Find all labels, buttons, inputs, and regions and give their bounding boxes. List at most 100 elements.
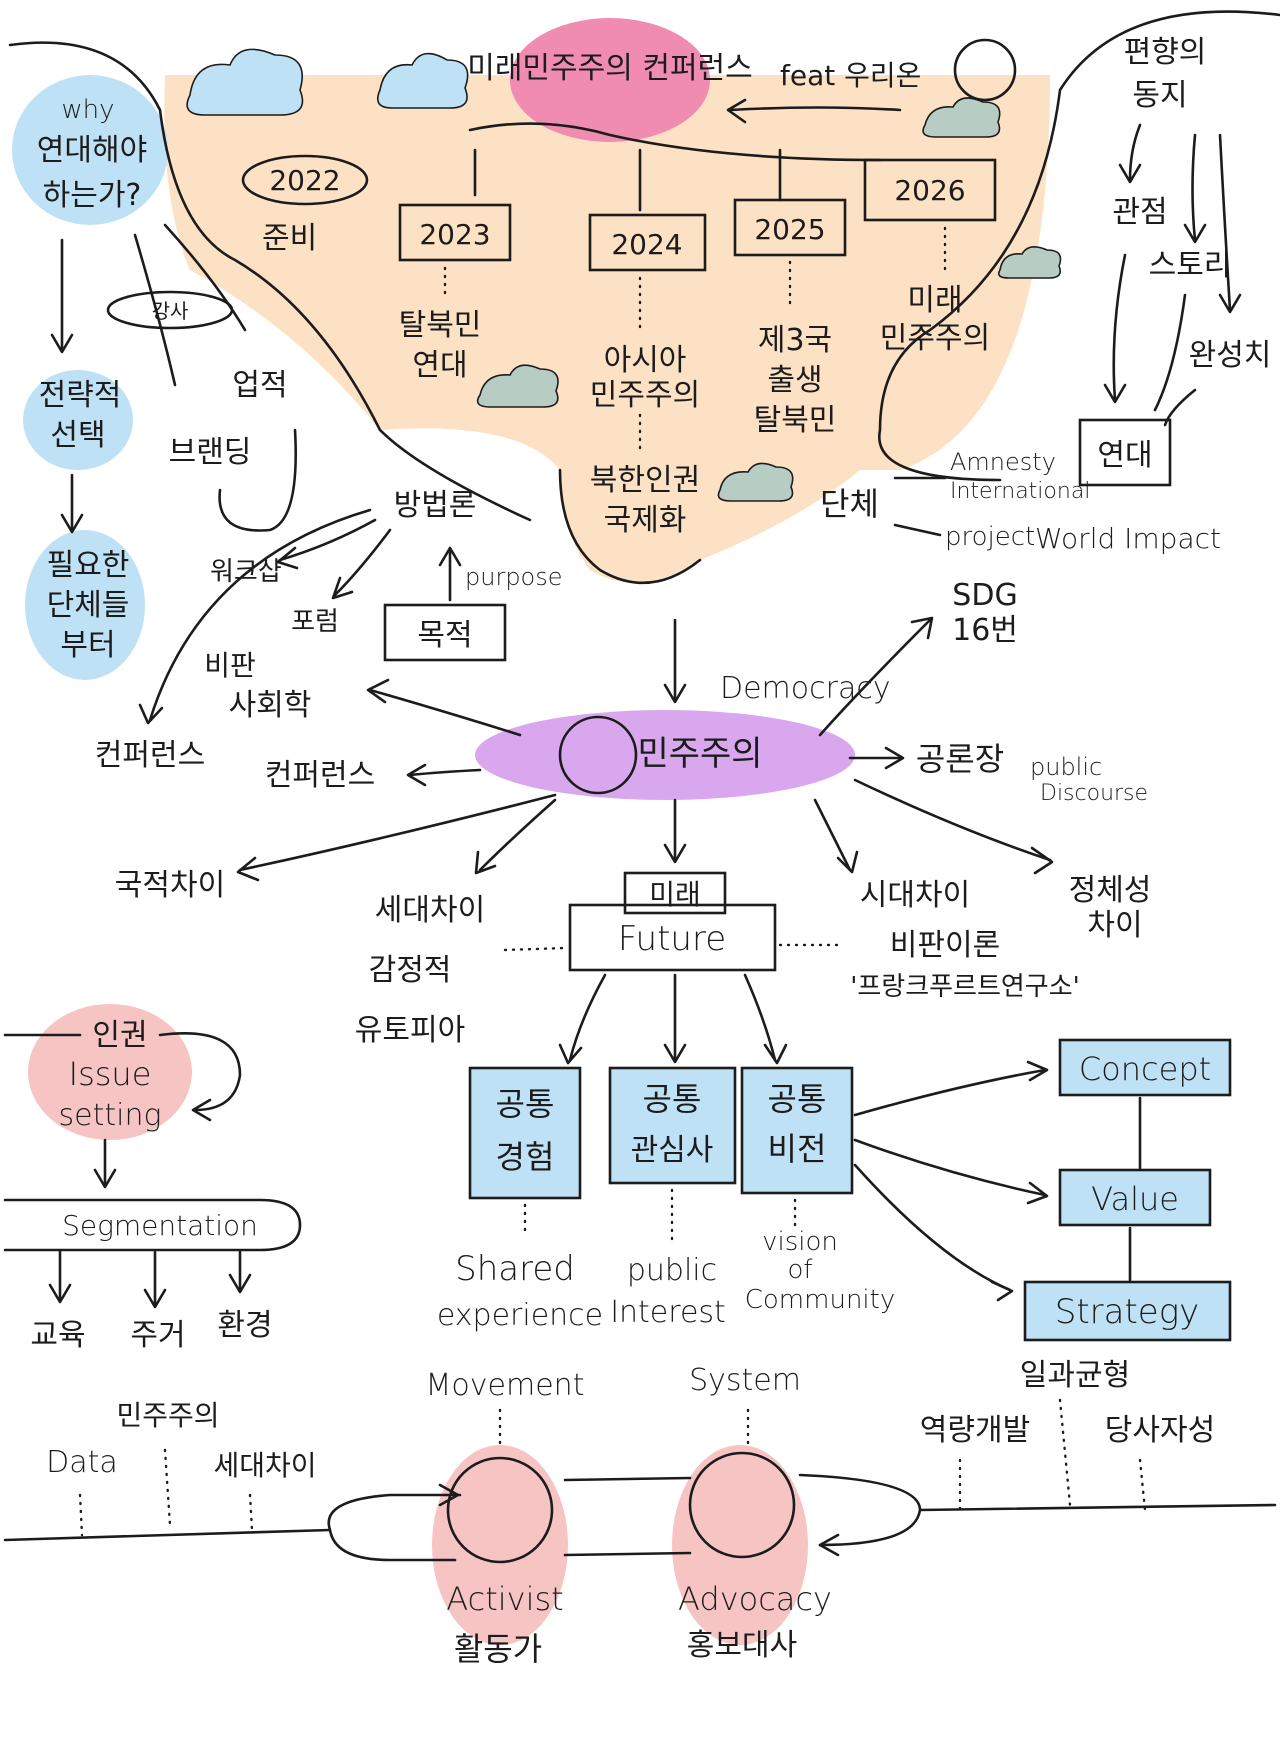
- conference-left-label: 컨퍼런스: [95, 738, 205, 773]
- political-line-2: 차이: [1087, 908, 1142, 943]
- year-2024-sub2-1: 북한인권: [590, 463, 700, 498]
- arrow-head: [138, 703, 164, 725]
- value-label: Value: [1091, 1180, 1179, 1218]
- year-2024-sub-1: 아시아: [604, 343, 687, 378]
- lecture-label: 강사: [152, 299, 189, 323]
- amnesty-line-1: Amnesty: [950, 448, 1056, 476]
- needed-line-3: 부터: [60, 628, 115, 663]
- link-groups-project: [893, 523, 942, 537]
- critical-line-2: 사회학: [229, 688, 312, 723]
- advocacy-ko-label: 홍보대사: [687, 1628, 797, 1663]
- year-2026-node: [863, 158, 997, 222]
- value-box: [1058, 1168, 1212, 1227]
- face-icon: [558, 715, 638, 795]
- arrow-method-forum: [333, 528, 392, 597]
- year-2022-label: 2022: [269, 164, 340, 197]
- arrow-head: [438, 1483, 460, 1507]
- arrow-head: [1183, 223, 1207, 244]
- strategy-label: Strategy: [1055, 1292, 1200, 1332]
- arrow-democracy-generation: [478, 798, 557, 872]
- grey-cloud: [997, 246, 1062, 279]
- arrow-head: [763, 1043, 788, 1065]
- advocacy-face-icon: [688, 1451, 796, 1559]
- political-line-1: 정체성: [1069, 873, 1152, 908]
- dots-balance: [1058, 1398, 1072, 1507]
- concept-box: [1058, 1038, 1232, 1097]
- generation-line-3: 유토피아: [355, 1013, 465, 1048]
- arrow-head: [143, 1288, 167, 1309]
- vision-en-2: of: [787, 1255, 813, 1285]
- purpose-en-label: purpose: [465, 563, 563, 591]
- experience-en-2: experience: [437, 1298, 603, 1333]
- era-line-2: 비판이론: [890, 928, 1000, 963]
- education-label: 교육: [30, 1318, 85, 1353]
- lower-blob-outline: [558, 468, 702, 585]
- arrow-head: [818, 1533, 840, 1557]
- housing-label: 주거: [130, 1318, 185, 1353]
- story-label: 스토리: [1149, 248, 1232, 283]
- arrow-head: [228, 1273, 252, 1294]
- purpose-box: [383, 603, 507, 662]
- interest-en-1: public: [627, 1253, 717, 1288]
- amnesty-line-2: International: [950, 479, 1090, 504]
- left-hill-outline: [8, 41, 532, 522]
- year-2025-sub-2: 출생: [767, 363, 822, 398]
- face-icon: [953, 38, 1017, 102]
- arrow-head: [990, 1280, 1014, 1302]
- arrow-head: [1103, 383, 1127, 404]
- common-experience-box: [468, 1066, 582, 1200]
- year-2024-node: [588, 213, 707, 272]
- arrow-bias-story: [1191, 133, 1197, 242]
- arrow-future-experience: [568, 973, 607, 1062]
- experience-en-1: Shared: [455, 1249, 575, 1289]
- project-line-1: project: [945, 522, 1035, 552]
- data-label: Data: [46, 1445, 118, 1480]
- year-2022-sub: 준비: [262, 221, 317, 256]
- link-activist-advocacy-bottom: [563, 1551, 692, 1557]
- project-line-2: World Impact: [1035, 522, 1221, 555]
- arrow-bias-view: [1128, 123, 1142, 182]
- arrow-method-workshop: [278, 518, 377, 562]
- activist-highlight: [432, 1445, 568, 1645]
- arrow-vision-concept: [853, 1068, 1047, 1117]
- why-highlight: [12, 75, 168, 225]
- arrow-democracy-political: [853, 778, 1052, 862]
- arrow-future-vision: [743, 973, 777, 1062]
- strategic-line-2: 선택: [50, 418, 105, 453]
- democracy-en-label: Democracy: [720, 671, 891, 706]
- critical-line-1: 비판: [204, 649, 256, 682]
- data-title-label: 민주주의: [116, 1399, 219, 1432]
- arrow-head: [836, 850, 859, 874]
- arrow-head: [726, 98, 747, 124]
- year-2024-sub-2: 민주주의: [590, 378, 700, 413]
- title-highlight: [510, 18, 710, 142]
- arrow-complete-solidarity: [1163, 388, 1197, 427]
- title-line-1: 미래민주주의 컨퍼런스: [467, 51, 753, 86]
- arrow-head: [60, 513, 84, 534]
- common-interest-box: [608, 1066, 737, 1185]
- arrow-head: [1026, 1060, 1049, 1082]
- arrow-vision-strategy: [853, 1163, 1012, 1292]
- bias-line-2: 동지: [1132, 78, 1187, 113]
- arrow-head: [48, 1283, 72, 1304]
- arrow-head: [663, 1043, 687, 1064]
- right-hill-outline: [877, 10, 1280, 482]
- arrow-why-record: [163, 223, 247, 332]
- blue-cloud: [376, 52, 469, 109]
- baseline-left: [3, 1528, 332, 1542]
- arrow-head: [93, 1168, 117, 1189]
- year-2025-node: [733, 198, 847, 257]
- common-experience-1: 공통: [496, 1085, 555, 1123]
- arrow-head: [558, 1043, 583, 1065]
- gen-gap-label: 세대차이: [213, 1449, 316, 1482]
- nationality-label: 국적차이: [115, 868, 225, 903]
- arrow-to-title: [728, 106, 902, 112]
- arrow-head: [331, 576, 354, 600]
- why-line-2: 연대해야: [37, 133, 147, 168]
- common-experience-2: 경험: [496, 1138, 555, 1176]
- year-2026-sub-1: 미래: [907, 283, 962, 318]
- common-interest-2: 관심사: [631, 1133, 714, 1168]
- arrow-bias-complete: [1218, 133, 1232, 312]
- activist-ko-label: 활동가: [454, 1630, 542, 1668]
